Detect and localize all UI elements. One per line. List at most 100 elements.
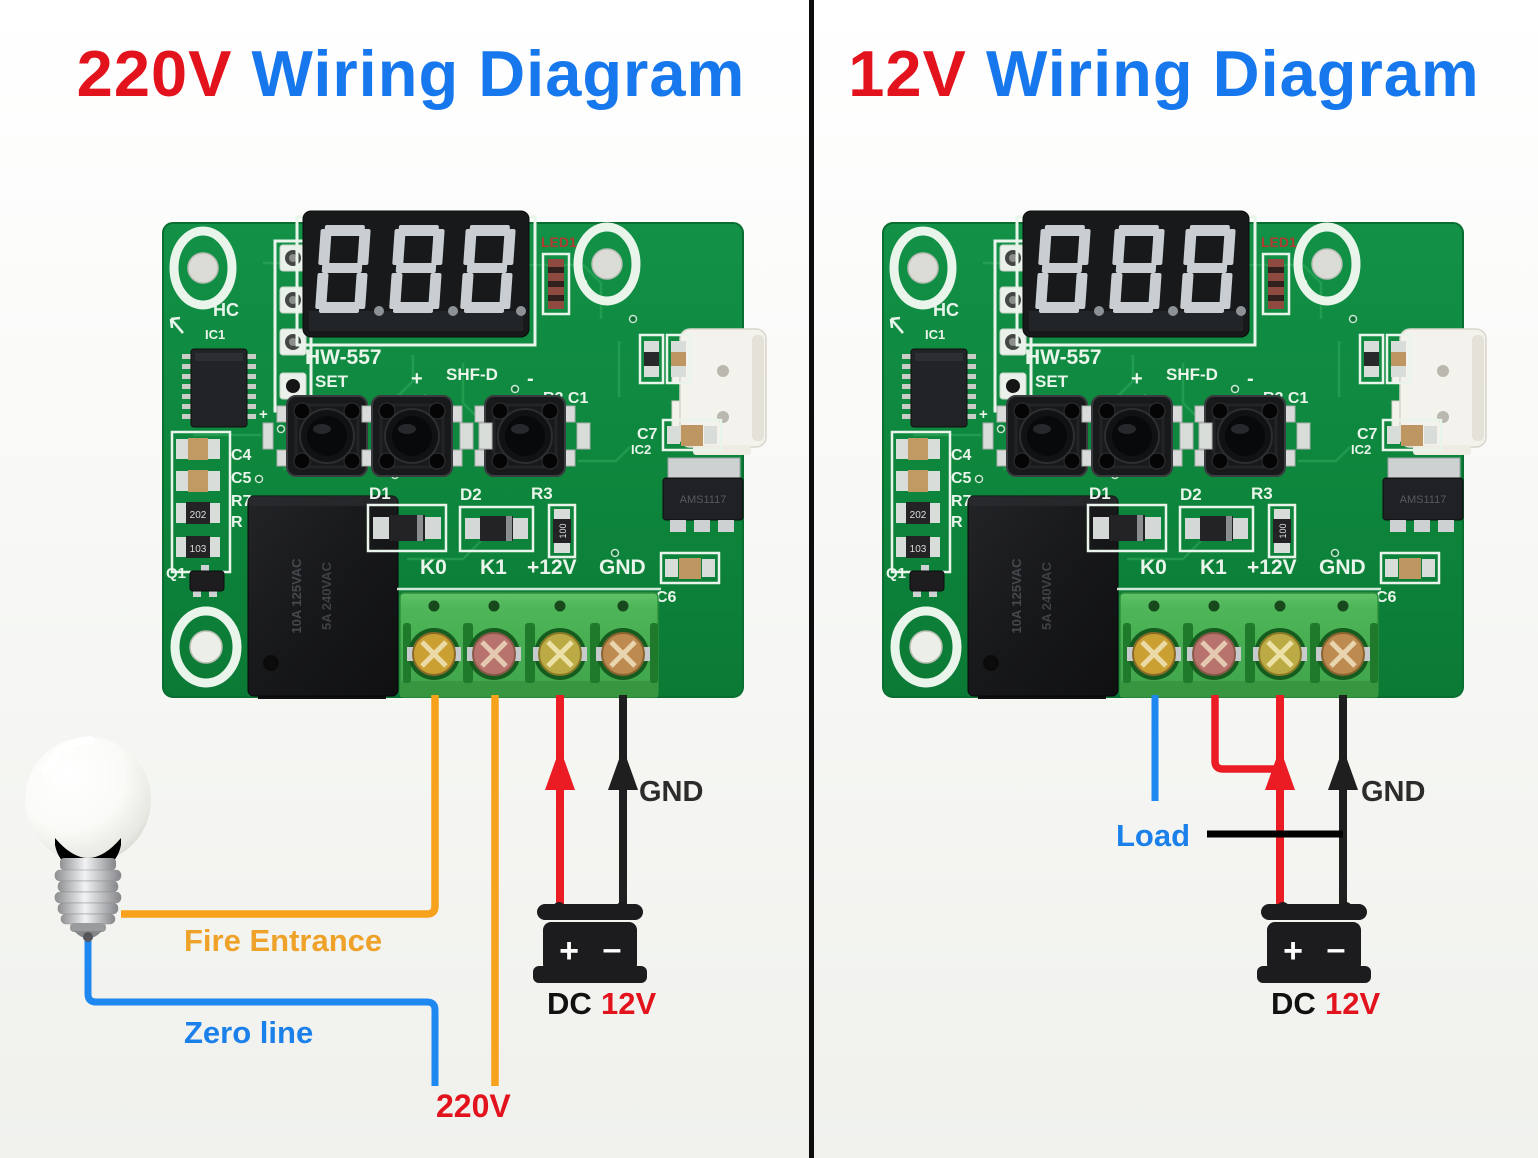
silk-q1: Q1: [886, 565, 906, 582]
resistor-r3: 100: [1267, 503, 1297, 559]
silk-d1: D1: [369, 484, 391, 503]
silk-ic2: IC2: [1351, 442, 1371, 457]
silk-k0: K0: [1140, 556, 1167, 579]
ic1-chip: [902, 348, 976, 428]
silk-q1: Q1: [166, 565, 186, 582]
diode-d1: [366, 503, 448, 553]
left-panel-wiring: [84, 695, 638, 1086]
gnd-label-left: GND: [639, 776, 703, 808]
led1-component: [1261, 252, 1291, 316]
right-panel-title: 12V Wiring Diagram: [806, 38, 1522, 110]
right-panel-wiring: [1151, 695, 1358, 908]
smd-pair: [1358, 333, 1412, 385]
regulator-marking: AMS1117: [1400, 494, 1447, 506]
silk-plus2: +: [979, 406, 988, 423]
silk-gnd: GND: [1319, 556, 1366, 579]
silk-k1: K1: [1200, 556, 1227, 579]
silk-c6: C6: [1376, 589, 1397, 606]
silk-ic1: IC1: [925, 327, 945, 342]
silk-d2: D2: [460, 485, 482, 504]
voltage-regulator: AMS1117: [662, 457, 744, 532]
battery-right: + –: [1257, 902, 1371, 983]
button-row-pads: [262, 422, 591, 450]
silk-ic2: IC2: [631, 442, 651, 457]
battery-left: + –: [533, 902, 647, 983]
wire-k0-to-bulb: [121, 695, 439, 918]
silk-minus: -: [1247, 368, 1254, 390]
pcb-board-right: + HC IC1: [882, 210, 1487, 699]
cap-c7: [1381, 418, 1443, 452]
silk-12v: +12V: [1247, 556, 1297, 579]
cap-c6: [659, 551, 721, 585]
light-bulb: [25, 736, 151, 942]
silk-set: SET: [1035, 372, 1069, 391]
fire-entrance-label: Fire Entrance: [184, 923, 382, 958]
silk-gnd: GND: [599, 556, 646, 579]
polarity-arrow-icon: [169, 316, 184, 334]
dc-label-left: DC: [547, 986, 592, 1021]
relay: 10A 125VAC 5A 240VAC: [247, 495, 399, 699]
silk-set: SET: [315, 372, 349, 391]
dc-volt-label-left: 12V: [601, 986, 656, 1021]
panel-divider: [809, 0, 814, 1158]
left-title-text: Wiring Diagram: [251, 37, 746, 110]
silk-r: R: [951, 514, 963, 531]
silk-model: HW-557: [1025, 346, 1102, 369]
battery-minus-icon: –: [603, 930, 622, 968]
relay: 10A 125VAC 5A 240VAC: [967, 495, 1119, 699]
relay-rating-2: 5A 240VAC: [1039, 561, 1054, 630]
wire-zero-line: [84, 941, 439, 1086]
passives-column: 202 103: [170, 430, 232, 574]
silk-plus: +: [1131, 368, 1143, 390]
silk-shf-d: SHF-D: [446, 365, 498, 384]
silk-minus: -: [527, 368, 534, 390]
silk-led1: LED1: [541, 234, 577, 250]
battery-plus-icon: +: [1283, 932, 1303, 970]
relay-rating-1: 10A 125VAC: [1009, 558, 1024, 634]
relay-rating-1: 10A 125VAC: [289, 558, 304, 634]
silk-k0: K0: [420, 556, 447, 579]
resistor-code-103: 103: [910, 544, 927, 555]
arrow-up-black-icon: [1328, 748, 1358, 790]
silk-plus2: +: [259, 406, 268, 423]
diode-d2: [1178, 505, 1255, 553]
zero-line-label: Zero line: [184, 1015, 313, 1050]
led1-component: [541, 252, 571, 316]
diode-d2: [458, 505, 535, 553]
button-plus: [360, 394, 464, 478]
right-title-text: Wiring Diagram: [985, 37, 1480, 110]
pcb-board-left: + HC IC1: [162, 210, 767, 699]
silk-hc: HC: [933, 300, 959, 320]
jst-connector: [1391, 328, 1487, 455]
button-row-pads: [982, 422, 1311, 450]
battery-minus-icon: –: [1327, 930, 1346, 968]
arrow-up-red-icon: [545, 748, 575, 790]
wire-k1-jumper: [1211, 695, 1280, 773]
relay-rating-2: 5A 240VAC: [319, 561, 334, 630]
resistor-code-202: 202: [910, 510, 927, 521]
load-label: Load: [1116, 818, 1190, 853]
silk-c5: C5: [951, 470, 972, 487]
silk-d1: D1: [1089, 484, 1111, 503]
resistor-code-100: 100: [1278, 523, 1288, 538]
silk-led1: LED1: [1261, 234, 1297, 250]
silk-shf-d: SHF-D: [1166, 365, 1218, 384]
silk-d2: D2: [1180, 485, 1202, 504]
silk-r: R: [231, 514, 243, 531]
silk-c4: C4: [951, 447, 972, 464]
gnd-label-right: GND: [1361, 776, 1425, 808]
silk-r7: R7: [951, 493, 972, 510]
button-plus: [1080, 394, 1184, 478]
diode-d1: [1086, 503, 1168, 553]
silk-hc: HC: [213, 300, 239, 320]
right-title-voltage: 12V: [848, 37, 967, 110]
left-title-voltage: 220V: [76, 37, 233, 110]
terminal-block: [1117, 587, 1381, 698]
silk-r3: R3: [531, 484, 553, 503]
cap-c6: [1379, 551, 1441, 585]
q1-transistor: [189, 565, 225, 597]
silk-c4: C4: [231, 447, 252, 464]
regulator-marking: AMS1117: [680, 494, 727, 506]
